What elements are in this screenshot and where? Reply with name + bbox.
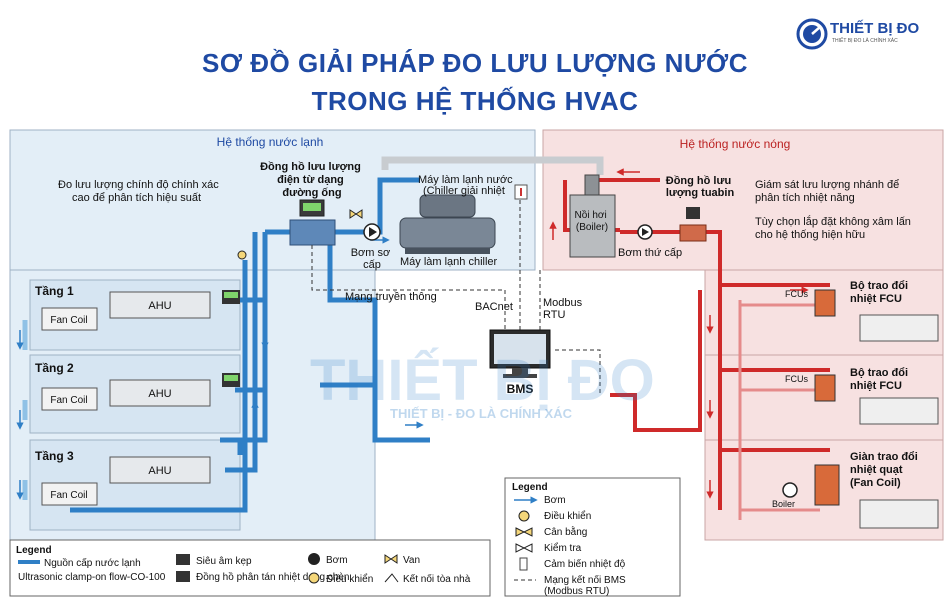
floor-2: Tầng 2 Fan Coil AHU (35, 361, 240, 411)
fan-coil-icon (41, 482, 98, 506)
ahu-label: AHU (148, 388, 171, 400)
meter-label: Đồng hồ lưu lượng điện từ dạng đường ống (260, 161, 364, 199)
ahu-unit (109, 379, 211, 407)
legend-item: Cân bằng (544, 525, 587, 538)
flow-arrows-red (549, 168, 809, 499)
legend-valve-icon (384, 554, 398, 564)
radiator-3 (859, 499, 939, 529)
fan-coil-label: Fan Coil (50, 315, 87, 326)
bms-network-lines (311, 200, 601, 395)
fan-coil-exchanger (814, 464, 840, 506)
chiller-bottom-label: Máy làm lạnh chiller (400, 256, 498, 268)
floor-2-label: Tầng 2 (35, 361, 74, 375)
brand-logo: THIẾT BỊ ĐO THIẾT BỊ ĐO LÀ CHÍNH XÁC (796, 14, 936, 54)
primary-pump-label: Bơm sơ cấp (351, 247, 394, 271)
page-title-line1: SƠ ĐỒ GIẢI PHÁP ĐO LƯU LƯỢNG NƯỚC (202, 48, 748, 78)
chiller-body (399, 217, 496, 249)
ahu-label: AHU (148, 300, 171, 312)
floor-3-label: Tầng 3 (35, 449, 74, 463)
secondary-pump-label: Bơm thứ cấp (618, 247, 682, 259)
chilled-note1: Đo lưu lượng chính độ chính xác cao để p… (58, 179, 222, 204)
legend-left (9, 539, 491, 597)
boiler-stack (584, 174, 600, 196)
hot-note1: Giám sát lưu lượng nhánh để phân tích nh… (755, 179, 902, 204)
legend-right-title: Legend (512, 482, 548, 493)
legend-item: Điều khiển (326, 573, 373, 585)
hot-header: Hệ thống nước nóng (680, 137, 791, 151)
electromagnetic-flowmeter (289, 219, 336, 246)
logo-gauge-icon (796, 18, 828, 50)
radiator-2 (859, 397, 939, 425)
balancing-valve-icon (237, 250, 247, 260)
radiator-1 (859, 314, 939, 342)
network-label: Mạng truyền thông (345, 291, 437, 303)
legend-item: Siêu âm kẹp (196, 556, 252, 567)
small-boiler-label: Boiler (772, 499, 795, 509)
legend-control-icon (308, 572, 320, 584)
fcu-exchanger-1 (814, 289, 836, 317)
ahu-unit (109, 291, 211, 319)
turbine-flowmeter-icon (679, 224, 707, 242)
legend-item: Điều khiển (544, 510, 591, 522)
floor-3: Tầng 3 Fan Coil AHU (35, 449, 211, 506)
ahu-label: AHU (148, 465, 171, 477)
bacnet-label: BACnet (475, 301, 513, 313)
hx3-label: Giàn trao đổi nhiệt quạt (Fan Coil) (850, 451, 921, 489)
chilled-header: Hệ thống nước lạnh (217, 135, 324, 149)
modbus-label: Modbus RTU (543, 297, 585, 321)
fan-coil-icon (41, 387, 98, 411)
legend-item: Kết nối tòa nhà (403, 573, 471, 585)
legend-building-icon (384, 573, 399, 583)
legend-item: Bơm (326, 555, 348, 566)
bms-label: BMS (507, 382, 534, 396)
control-valve-icon (349, 209, 363, 219)
legend-pump-icon (308, 553, 320, 565)
logo-name: THIẾT BỊ ĐO (830, 20, 920, 37)
legend-item: Bơm (544, 495, 566, 506)
page-title-line2: TRONG HỆ THỐNG HVAC (311, 86, 639, 116)
legend-left-title: Legend (16, 545, 52, 556)
legend-check-icon (515, 543, 533, 553)
legend-item: Ultrasonic clamp-on flow-CO-100 (18, 572, 166, 583)
hx2-label: Bộ trao đổi nhiệt FCU (850, 367, 911, 392)
fan-coil-label: Fan Coil (50, 490, 87, 501)
logo-tagline: THIẾT BỊ ĐO LÀ CHÍNH XÁC (832, 38, 898, 44)
legend-clamp-icon (176, 554, 190, 565)
bms-screen (494, 334, 546, 364)
floor-1-label: Tầng 1 (35, 284, 74, 298)
fcus-label-1: FCUs (785, 289, 808, 299)
fcu-exchanger-2 (814, 374, 836, 402)
floor-1: Tầng 1 Fan Coil AHU (35, 284, 240, 331)
legend-balance-icon (515, 527, 533, 537)
chiller-compressor (419, 194, 476, 218)
legend-insertion-icon (176, 571, 190, 582)
hot-note2: Tùy chọn lắp đặt không xâm lấn cho hệ th… (755, 215, 914, 241)
legend-item: (Modbus RTU) (544, 586, 609, 597)
chiller-base (405, 248, 490, 254)
boiler-label: Nồi hơi (Boiler) (575, 209, 610, 233)
watermark-brand: THIẾT BỊ ĐO (310, 348, 655, 413)
turbine-label: Đồng hồ lưu lượng tuabin (666, 175, 735, 199)
legend-item: Nguồn cấp nước lạnh (44, 557, 141, 569)
hx1-label: Bộ trao đổi nhiệt FCU (850, 280, 911, 305)
fcus-label-2: FCUs (785, 374, 808, 384)
chiller-top-label: Máy làm lạnh nước (Chiller giải nhiệt (418, 174, 516, 197)
fan-coil-icon (41, 307, 98, 331)
flowmeter-screen (303, 203, 321, 211)
legend-item: Van (403, 555, 420, 566)
legend-item: Kiểm tra (544, 542, 582, 554)
legend-item: Mạng kết nối BMS (544, 574, 626, 586)
legend-control-icon (518, 510, 530, 522)
legend-item: Cảm biến nhiệt độ (544, 558, 626, 570)
grey-pipe (381, 156, 604, 175)
ahu-unit (109, 456, 211, 484)
boiler-unit (569, 194, 616, 258)
hot-pump-icon (782, 482, 798, 498)
fan-coil-label: Fan Coil (50, 395, 87, 406)
hot-return-pipes (738, 300, 820, 520)
watermark-tagline: THIẾT BỊ - ĐO LÀ CHÍNH XÁC (390, 406, 573, 421)
legend-temp-icon (519, 557, 528, 571)
